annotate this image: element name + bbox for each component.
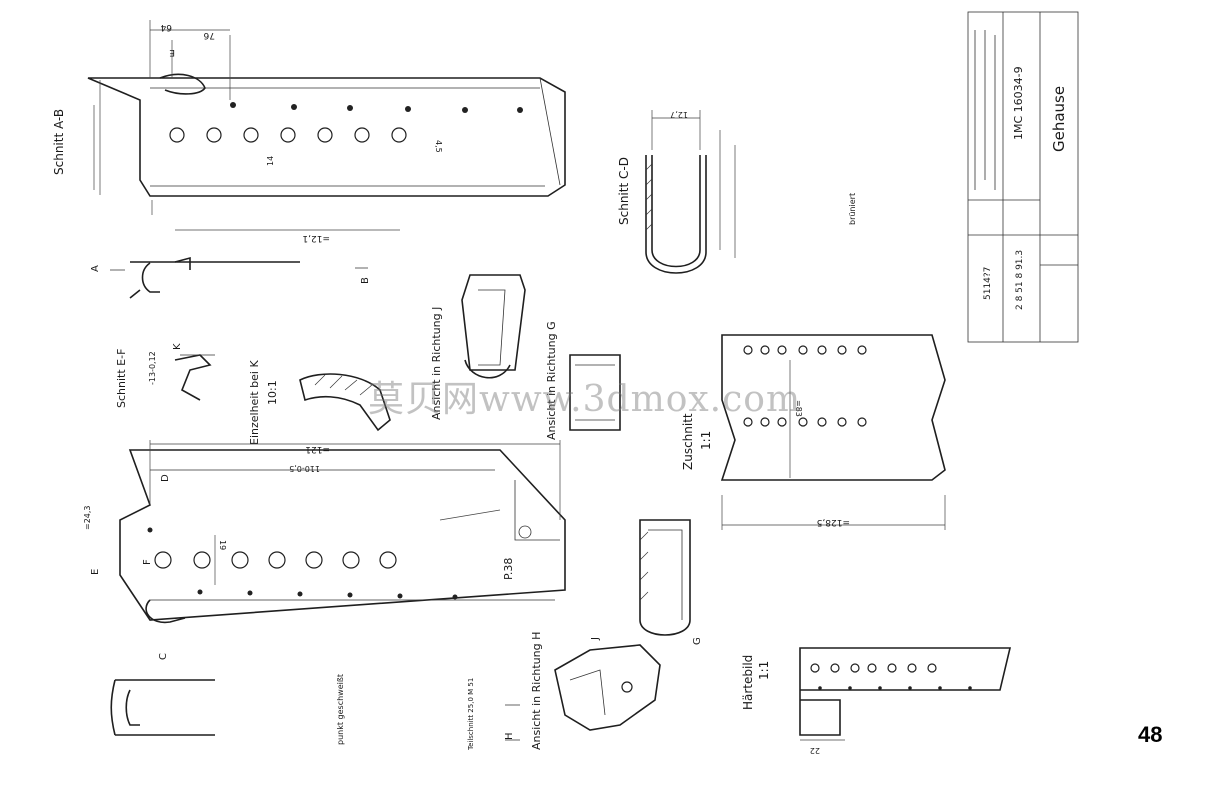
dim-76: 76 — [203, 30, 215, 40]
view-j-label: Ansicht in Richtung J — [430, 307, 443, 420]
blank-scale: 1:1 — [699, 431, 713, 450]
dim-110: 110-0,5 — [289, 464, 320, 473]
dim-13: -13-0,12 — [148, 351, 157, 385]
profile-ab-markers — [110, 256, 368, 299]
dim-4-5: 4,5 — [434, 140, 443, 153]
section-cd-label: Schnitt C-D — [617, 157, 631, 225]
hardening-scale: 1:1 — [757, 661, 771, 680]
dim-19: 19 — [218, 540, 227, 550]
marker-k: K — [172, 343, 183, 350]
section-cd-view — [645, 110, 736, 274]
view-g-small — [569, 354, 621, 431]
marker-g: G — [692, 637, 703, 645]
dim-128-5: =128,5 — [817, 517, 850, 527]
section-ab-view — [87, 20, 566, 231]
section-ef-label: Schnitt E-F — [115, 349, 128, 408]
hardening-view — [799, 647, 1012, 741]
dim-121: =121 — [305, 444, 330, 454]
marker-a: A — [90, 265, 101, 272]
spot-welded-note: punkt geschweißt — [336, 674, 345, 745]
finish-note: brüniert — [848, 193, 857, 225]
code-1: 5114?7 — [983, 267, 993, 300]
dim-total-length: =12,1 — [302, 233, 330, 243]
watermark: 莫贝网www.3dmox.com — [368, 379, 802, 420]
marker-d: D — [160, 474, 171, 482]
marker-c: C — [158, 653, 169, 660]
p38-label: P.38 — [502, 558, 515, 580]
detail-k-view — [299, 373, 391, 432]
marker-f: F — [142, 559, 153, 565]
hardening-label: Härtebild — [741, 655, 755, 710]
dim-64: 64 — [160, 22, 172, 32]
section-ab-label: Schnitt A-B — [52, 109, 66, 175]
blank-label: Zuschnitt — [681, 413, 695, 470]
view-j — [461, 274, 526, 379]
partial-section-note: Teilschnitt 25,0 M 51 — [467, 678, 475, 751]
part-name: Gehause — [1050, 86, 1068, 152]
dim-12-7: 12,7 — [670, 110, 688, 119]
dim-22: 22 — [810, 746, 820, 755]
view-g-label: Ansicht in Richtung G — [545, 321, 558, 440]
main-body-view — [119, 440, 566, 624]
section-ef-view — [174, 354, 215, 401]
detail-k-scale: 10:1 — [266, 380, 279, 405]
marker-b: B — [360, 277, 371, 284]
marker-e: E — [90, 569, 101, 575]
detail-k-label: Einzelheit bei K — [248, 360, 261, 445]
view-h — [505, 644, 661, 741]
dim-e: E — [169, 47, 175, 57]
dim-24-3: =24,3 — [83, 505, 92, 530]
marker-j: J — [590, 637, 601, 641]
view-h-label: Ansicht in Richtung H — [530, 632, 543, 750]
code-2: 2 8 51 8 91.3 — [1015, 250, 1025, 310]
title-block — [967, 11, 1079, 343]
dim-83: =83 — [794, 400, 803, 417]
blank-view — [720, 334, 946, 530]
drawing-number: 1MC 16034-9 — [1012, 66, 1025, 140]
view-g-end — [639, 519, 691, 636]
dim-14: 14 — [266, 156, 275, 166]
page-number: 48 — [1138, 722, 1163, 747]
end-profile-view — [110, 679, 215, 736]
marker-h: H — [504, 732, 515, 740]
